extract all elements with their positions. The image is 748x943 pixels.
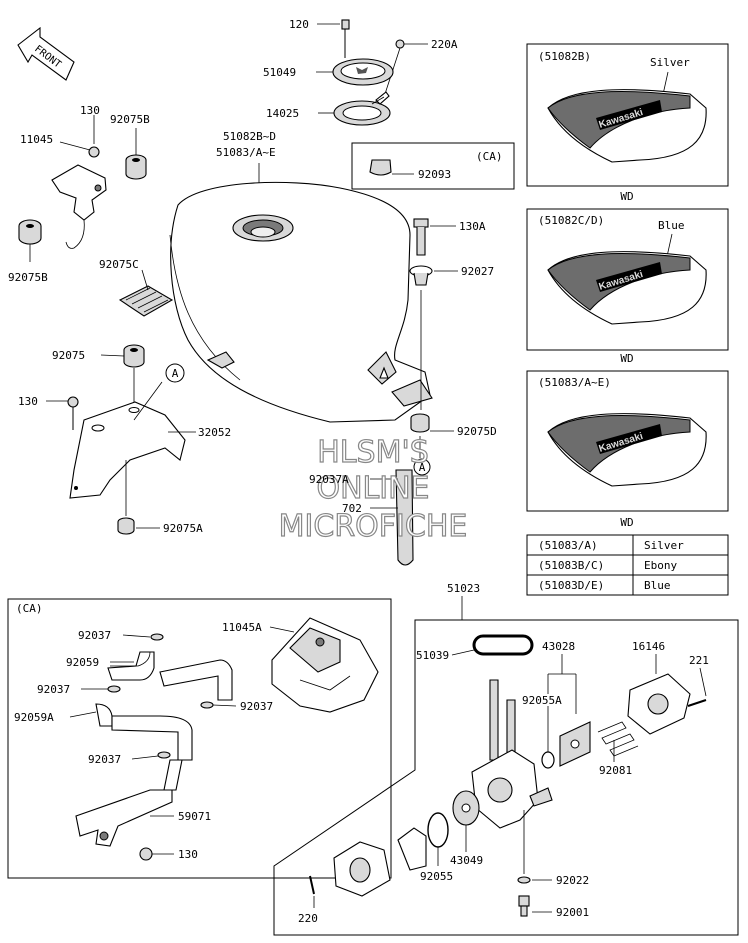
fuel-tank — [169, 181, 433, 423]
color-table-color: Ebony — [644, 559, 677, 572]
part-number: 14025 — [266, 107, 299, 120]
color-table: (51083/A) Silver (51083B/C) Ebony (51083… — [526, 534, 729, 596]
callout-marker-a-2: A — [419, 461, 426, 474]
part-number: 221 — [689, 654, 709, 667]
part-number: 59071 — [178, 810, 211, 823]
watermark-line2: ONLINE — [316, 471, 429, 506]
part-number: 16146 — [632, 640, 665, 653]
variant-code: (51083/A~E) — [538, 376, 611, 389]
variant-footer: WD — [620, 516, 633, 529]
variant-color: Silver — [650, 56, 690, 69]
part-number: 51083/A~E — [216, 146, 276, 159]
ca-callout-box: (CA) — [351, 142, 515, 190]
color-table-code: (51083D/E) — [538, 579, 604, 592]
part-number: 51049 — [263, 66, 296, 79]
part-number: 130A — [459, 220, 486, 233]
part-number: 92075A — [163, 522, 203, 535]
part-number: 43049 — [450, 854, 483, 867]
part-number: 92055 — [420, 870, 453, 883]
watermark-line1: HLSM'S — [317, 435, 429, 470]
part-number: 51082B~D — [223, 130, 276, 143]
part-number: 702 — [342, 502, 362, 515]
part-number: 51039 — [416, 649, 449, 662]
part-number: 92037 — [88, 753, 121, 766]
variant-color: Blue — [658, 219, 685, 232]
part-number: 92027 — [461, 265, 494, 278]
variant-footer: WD — [620, 352, 633, 365]
part-number: 220 — [298, 912, 318, 925]
part-number: 92037 — [37, 683, 70, 696]
part-number: 11045 — [20, 133, 53, 146]
left-bracket-assembly — [18, 115, 174, 317]
color-table-code: (51083/A) — [538, 539, 598, 552]
part-number: 11045A — [222, 621, 262, 634]
part-number: 92055A — [522, 694, 562, 707]
part-number: 130 — [80, 104, 100, 117]
tank-mount-bolt-stack: A — [370, 218, 458, 566]
ca-callout-label: (CA) — [476, 150, 503, 163]
part-number: 92075 — [52, 349, 85, 362]
color-table-color: Blue — [644, 579, 671, 592]
fuel-cap-assembly — [316, 19, 428, 126]
part-number: 92001 — [556, 906, 589, 919]
watermark-line3: MICROFICHE — [279, 509, 468, 544]
fuel-valve-group — [273, 596, 739, 936]
variant-box-51083ae: (51083/A~E) Kawasaki WD — [526, 370, 729, 529]
color-table-code: (51083B/C) — [538, 559, 604, 572]
ca-hose-callout-box: (CA) — [7, 598, 392, 879]
part-number: 92075B — [110, 113, 150, 126]
callout-marker-a: A — [172, 367, 179, 380]
variant-footer: WD — [620, 190, 633, 203]
part-number: 32052 — [198, 426, 231, 439]
part-number: 130 — [178, 848, 198, 861]
part-number: 220A — [431, 38, 458, 51]
part-number: 92037 — [240, 700, 273, 713]
variant-box-51082cd: (51082C/D) Blue Kawasaki WD — [526, 208, 729, 365]
part-number: 43028 — [542, 640, 575, 653]
part-number: 92022 — [556, 874, 589, 887]
part-number: 92059A — [14, 711, 54, 724]
part-number: 92081 — [599, 764, 632, 777]
color-table-color: Silver — [644, 539, 684, 552]
variant-code: (51082C/D) — [538, 214, 604, 227]
part-number: 92059 — [66, 656, 99, 669]
watermark: HLSM'S ONLINE MICROFICHE — [278, 434, 468, 544]
ca-hose-callout-label: (CA) — [16, 602, 43, 615]
part-number: 92075B — [8, 271, 48, 284]
part-number: 92093 — [418, 168, 451, 181]
part-number: 92037A — [309, 473, 349, 486]
part-number: 120 — [289, 18, 309, 31]
part-number: 92075D — [457, 425, 497, 438]
variant-box-51082b: (51082B) Silver Kawasaki WD — [526, 43, 729, 203]
variant-code: (51082B) — [538, 50, 591, 63]
front-arrow-icon: FRONT — [17, 26, 75, 81]
part-number: 51023 — [447, 582, 480, 595]
part-number-labels: 120 220A 51049 14025 130 11045 92075B 51… — [8, 18, 709, 925]
part-number: 92075C — [99, 258, 139, 271]
part-number: 130 — [18, 395, 38, 408]
rear-bracket-assembly: A — [46, 344, 196, 535]
part-number: 92037 — [78, 629, 111, 642]
